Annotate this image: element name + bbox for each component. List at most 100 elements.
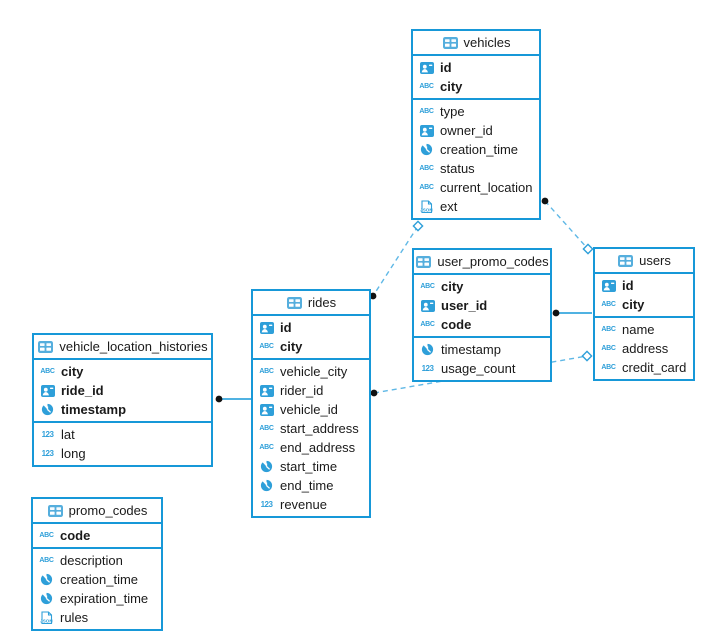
text-type-icon: ABC <box>259 343 274 350</box>
field-label: city <box>61 364 84 379</box>
relationship-user_promo_codes-users[interactable] <box>552 309 592 317</box>
field-row-vehicle_id[interactable]: vehicle_id <box>253 400 369 419</box>
table-header[interactable]: rides <box>253 291 369 316</box>
time-type-icon <box>418 143 435 156</box>
svg-text:JSON: JSON <box>420 207 433 212</box>
field-label: vehicle_city <box>280 364 348 379</box>
json-type-icon: JSON <box>418 199 435 214</box>
field-label: address <box>622 341 669 356</box>
relationship-vehicles-rides[interactable] <box>369 220 424 300</box>
person-id-icon <box>258 321 275 334</box>
field-row-creation_time[interactable]: creation_time <box>413 140 539 159</box>
field-row-creation_time[interactable]: creation_time <box>33 570 161 589</box>
person-id-icon <box>39 384 56 397</box>
relationship-vehicle_location_histories-rides[interactable] <box>215 395 251 403</box>
connector-dot <box>370 389 378 397</box>
table-icon <box>47 504 64 517</box>
field-row-end_time[interactable]: end_time <box>253 476 369 495</box>
field-row-user_id[interactable]: user_id <box>414 296 550 315</box>
field-row-timestamp[interactable]: timestamp <box>414 340 550 359</box>
table-name: user_promo_codes <box>437 254 549 269</box>
field-label: user_id <box>441 298 488 313</box>
field-row-start_time[interactable]: start_time <box>253 457 369 476</box>
number-type-icon: 123 <box>421 364 434 373</box>
table-icon <box>442 36 459 49</box>
table-header[interactable]: users <box>595 249 693 274</box>
table-header[interactable]: vehicles <box>413 31 539 56</box>
text-type-icon: ABC <box>39 532 54 539</box>
connector-dot <box>369 292 377 300</box>
field-row-expiration_time[interactable]: expiration_time <box>33 589 161 608</box>
person-id-icon <box>258 384 275 397</box>
field-label: city <box>280 339 303 354</box>
relationship-line[interactable] <box>372 225 419 297</box>
table-header[interactable]: user_promo_codes <box>414 250 550 275</box>
field-row-city[interactable]: ABC city <box>253 337 369 356</box>
connector-diamond <box>581 350 593 362</box>
field-label: id <box>622 278 634 293</box>
table-name: vehicles <box>463 35 511 50</box>
text-type-icon: ABC <box>419 184 434 191</box>
field-label: rules <box>60 610 89 625</box>
time-type-icon <box>258 479 275 492</box>
table-name: rides <box>307 295 337 310</box>
text-type-icon: ABC <box>419 108 434 115</box>
time-type-icon <box>39 403 56 416</box>
text-type-icon: ABC <box>259 368 274 375</box>
field-row-id[interactable]: id <box>253 318 369 337</box>
field-label: start_time <box>280 459 338 474</box>
field-label: owner_id <box>440 123 493 138</box>
text-type-icon: ABC <box>259 425 274 432</box>
table-header[interactable]: promo_codes <box>33 499 161 524</box>
table-header[interactable]: vehicle_location_histories <box>34 335 211 360</box>
time-type-icon <box>38 592 55 605</box>
table-icon <box>37 340 54 353</box>
field-row-ride_id[interactable]: ride_id <box>34 381 211 400</box>
field-row-owner_id[interactable]: owner_id <box>413 121 539 140</box>
table-name: promo_codes <box>68 503 148 518</box>
relationship-vehicles-users[interactable] <box>541 197 594 255</box>
table-name: vehicle_location_histories <box>59 339 208 354</box>
field-row-rider_id[interactable]: rider_id <box>253 381 369 400</box>
relationship-line[interactable] <box>544 200 589 250</box>
field-label: rider_id <box>280 383 324 398</box>
connector-dot <box>552 309 560 317</box>
field-row-id[interactable]: id <box>595 276 693 295</box>
field-row-timestamp[interactable]: timestamp <box>34 400 211 419</box>
field-row-vehicle_city[interactable]: ABC vehicle_city <box>253 362 369 381</box>
field-row-id[interactable]: id <box>413 58 539 77</box>
field-label: end_address <box>280 440 356 455</box>
number-type-icon: 123 <box>41 430 54 439</box>
